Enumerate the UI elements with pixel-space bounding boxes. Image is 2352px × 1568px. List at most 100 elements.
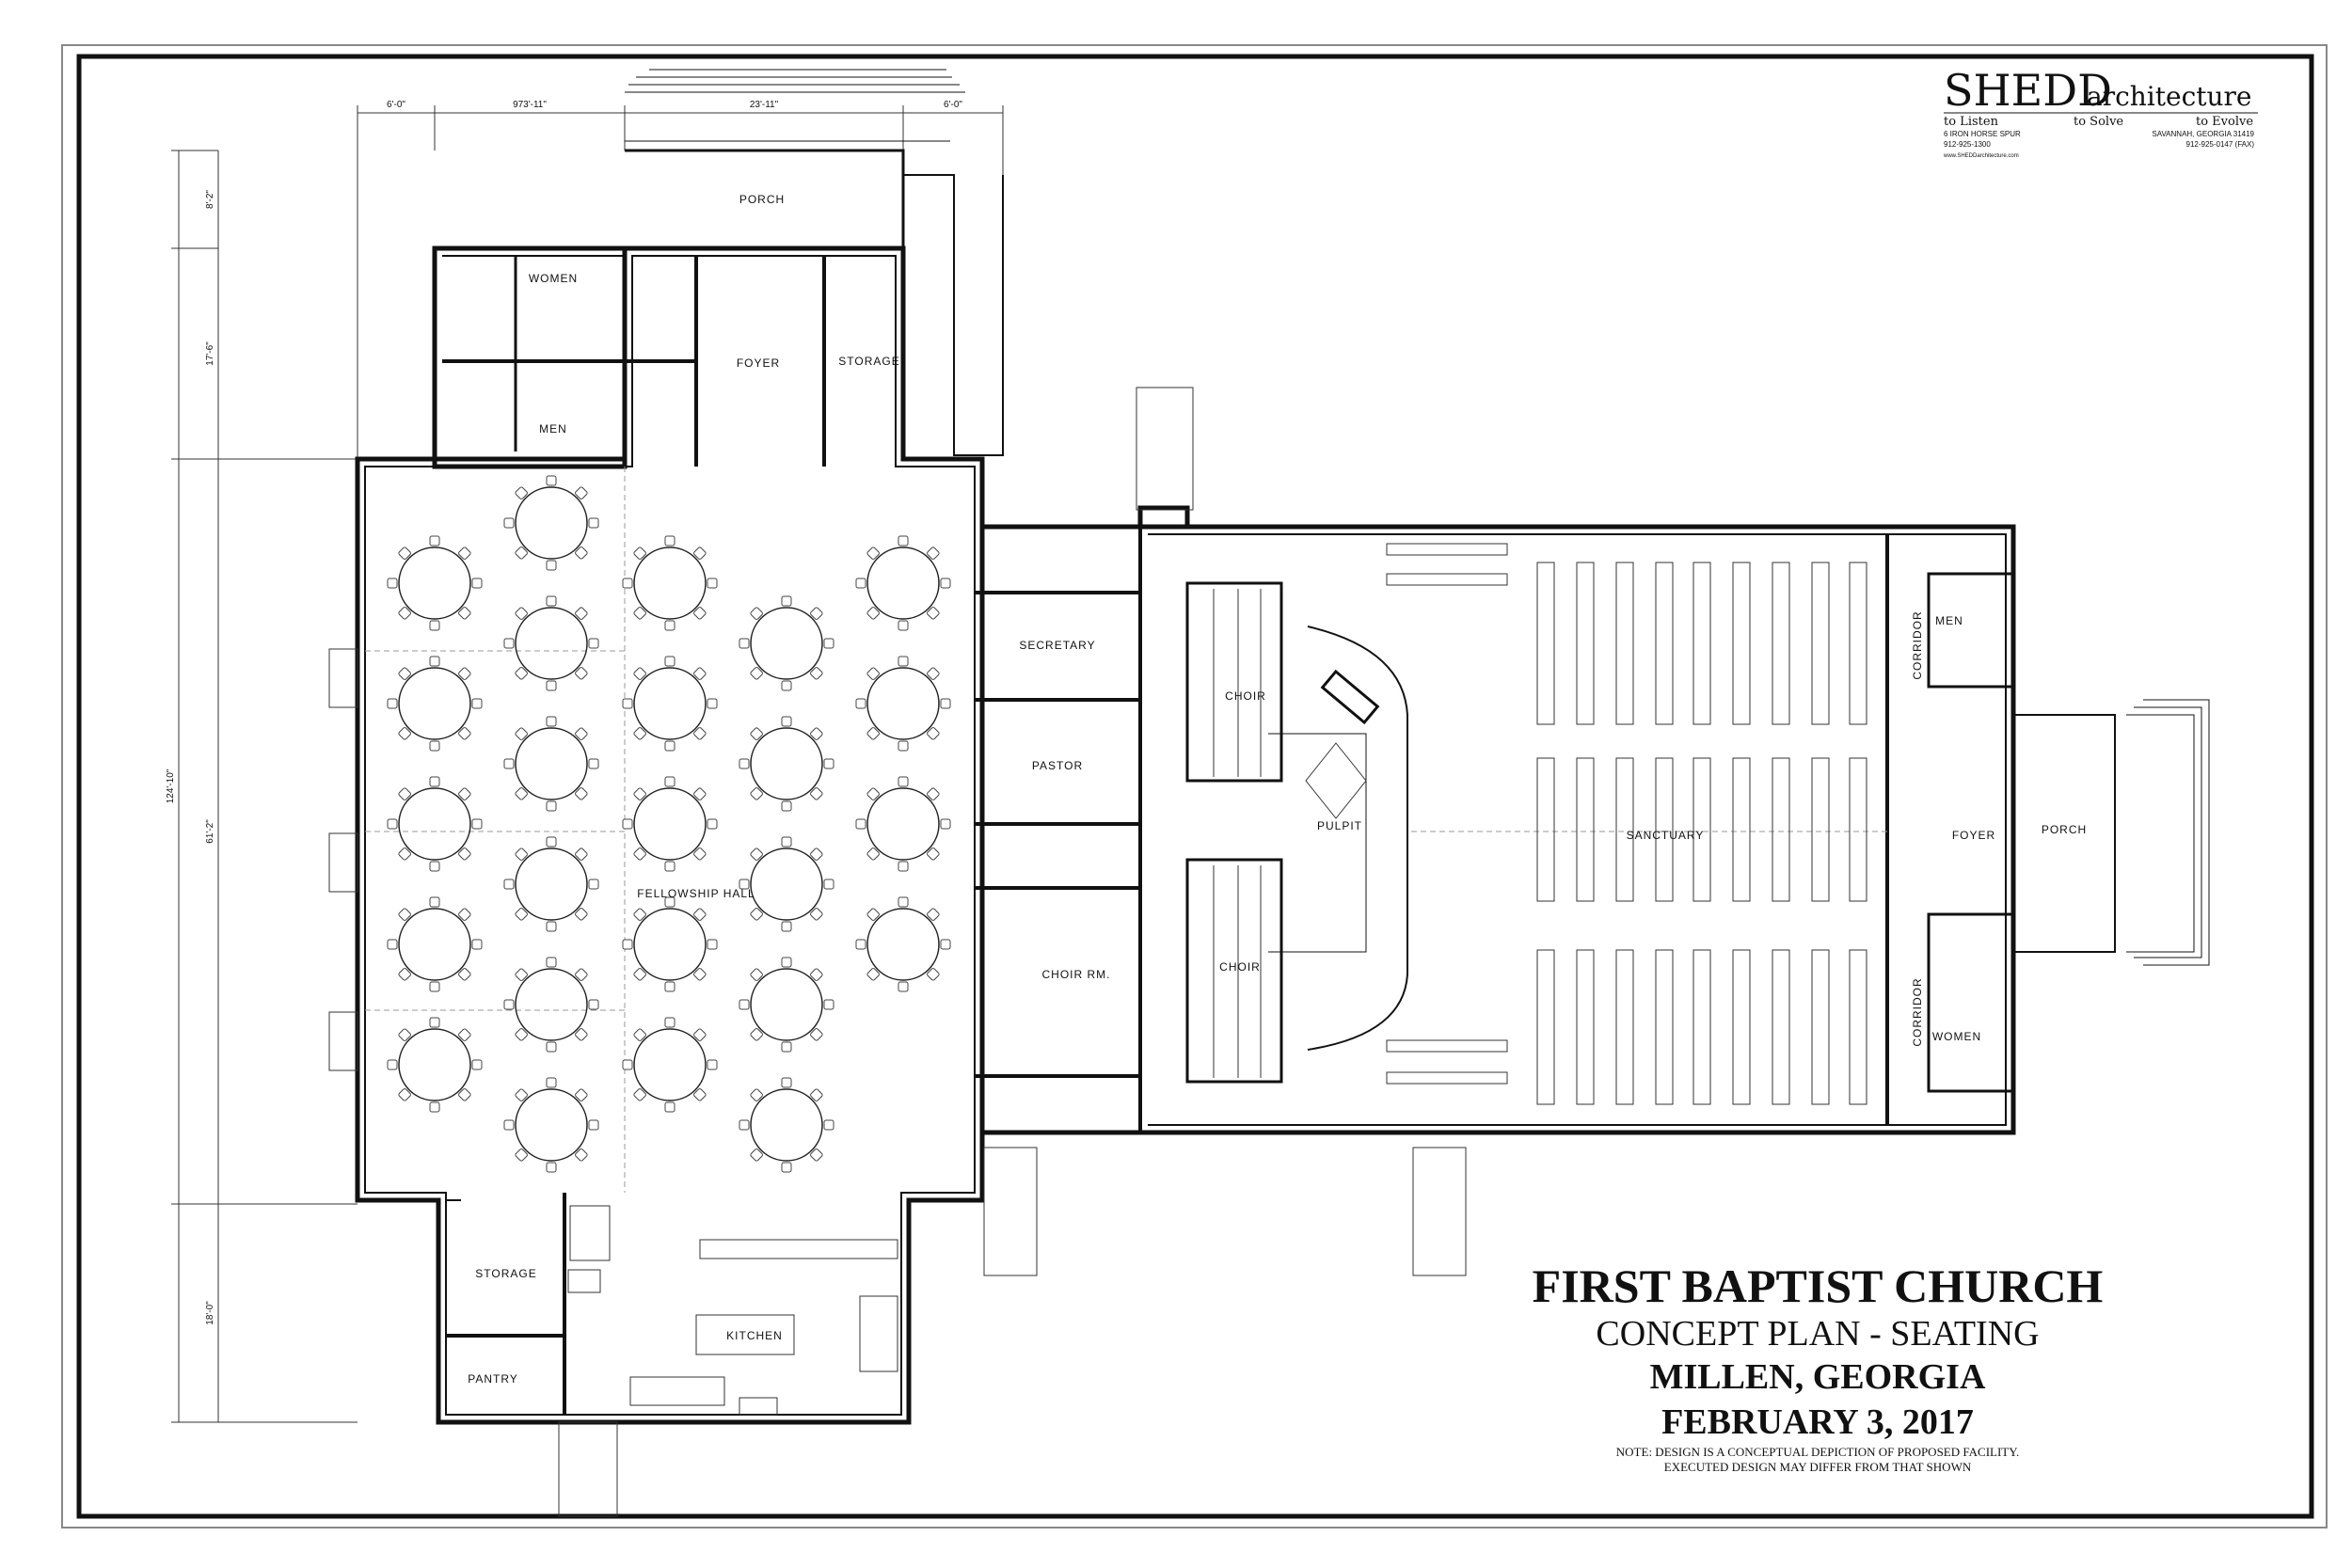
dim-h2: 973'-11" [513,100,547,110]
pew [1772,949,1790,1105]
round-table [622,896,718,992]
dim-v2: 17'-6" [205,341,215,366]
round-table [622,656,718,752]
pew [1811,562,1830,725]
choir-benches [1213,589,1262,1078]
front-bench [1386,573,1508,586]
firm-address-2: SAVANNAH, GEORGIA 31419 [2152,130,2254,138]
firm-phone: 912-925-1300 [1944,140,1991,149]
room-labels: PORCH WOMEN MEN FOYER STORAGE FELLOWSHIP… [468,193,2086,1386]
label-women: WOMEN [529,272,578,285]
label-kitchen: KITCHEN [726,1329,783,1342]
firm-logo: SHEDD architecture to Listen to Solve to… [1943,65,2258,159]
dimension-labels: 6'-0" 973'-11" 23'-11" 6'-0" 8'-2" 17'-6… [166,100,962,1325]
label-pantry: PANTRY [468,1372,518,1386]
label-pulpit: PULPIT [1317,819,1362,832]
pew [1692,949,1711,1105]
label-women-right: WOMEN [1932,1030,1981,1043]
pew [1655,757,1674,902]
round-table [855,776,951,872]
round-table [387,535,483,631]
round-table [739,1077,834,1173]
round-table [739,595,834,691]
pew [1615,757,1634,902]
pew [1732,562,1751,725]
round-table [503,957,599,1053]
title-block: FIRST BAPTIST CHURCH CONCEPT PLAN - SEAT… [1533,1259,2104,1474]
round-table [622,776,718,872]
dim-v4: 18'-0" [205,1301,215,1325]
label-choir-bottom: CHOIR [1219,960,1261,974]
pew [1849,949,1867,1105]
firm-name-light: architecture [2087,81,2252,112]
pew [1849,757,1867,902]
firm-tagline-3: to Evolve [2196,115,2253,129]
pew [1536,949,1555,1105]
pew [1692,757,1711,902]
kitchen-equipment [567,1239,898,1416]
round-table [622,535,718,631]
firm-tagline-2: to Solve [2074,115,2123,129]
label-secretary: SECRETARY [1019,639,1095,652]
round-table [855,896,951,992]
label-porch-top: PORCH [739,193,785,206]
label-corridor-bottom: CORRIDOR [1911,977,1924,1046]
pew [1576,949,1595,1105]
round-table [503,595,599,691]
exterior-stairs [558,387,1467,1517]
round-table [387,656,483,752]
round-table [739,957,834,1053]
pew [1536,757,1555,902]
inner-border [76,54,2314,1519]
dim-total: 124'-10" [166,768,176,803]
round-table [503,1077,599,1173]
round-table [739,716,834,812]
label-choir-top: CHOIR [1225,689,1266,703]
pew [1849,562,1867,725]
dim-v1: 8'-2" [205,190,215,209]
label-fellowship-hall: FELLOWSHIP HALL [637,887,755,900]
pew [1772,757,1790,902]
firm-name-bold: SHEDD [1944,65,2112,116]
firm-fax: 912-925-0147 (FAX) [2186,140,2255,149]
plan-type: CONCEPT PLAN - SEATING [1596,1314,2039,1354]
dim-h4: 6'-0" [944,100,962,110]
project-title: FIRST BAPTIST CHURCH [1533,1259,2104,1312]
firm-address-1: 6 IRON HORSE SPUR [1944,130,2021,138]
round-table [503,716,599,812]
label-storage-bottom: STORAGE [475,1267,536,1280]
sanctuary-pews [1386,543,1867,1105]
pew [1536,562,1555,725]
design-note-2: EXECUTED DESIGN MAY DIFFER FROM THAT SHO… [1664,1460,1972,1474]
round-table [387,896,483,992]
label-foyer-left: FOYER [737,356,780,370]
pew [1615,949,1634,1105]
label-sanctuary: SANCTUARY [1627,829,1705,842]
dim-h3: 23'-11" [750,100,779,110]
round-table [387,776,483,872]
front-bench [1386,1071,1508,1085]
pew [1615,562,1634,725]
round-table [503,475,599,571]
label-corridor-top: CORRIDOR [1911,610,1924,679]
front-bench [1386,1039,1508,1053]
dimension-lines [171,105,1004,1423]
round-table [855,656,951,752]
label-storage-top: STORAGE [838,355,899,368]
round-table [622,1017,718,1113]
round-table [503,836,599,932]
pew [1811,757,1830,902]
pew [1732,949,1751,1105]
pew [1576,757,1595,902]
label-pastor: PASTOR [1032,759,1083,772]
plan-date: FEBRUARY 3, 2017 [1661,1402,1974,1442]
round-table [387,1017,483,1113]
dim-h1: 6'-0" [387,100,405,110]
round-table [739,836,834,932]
fellowship-tables [387,475,951,1173]
round-table [855,535,951,631]
building-walls [355,69,2210,1425]
label-choir-room: CHOIR RM. [1042,968,1111,981]
label-men: MEN [539,422,567,436]
